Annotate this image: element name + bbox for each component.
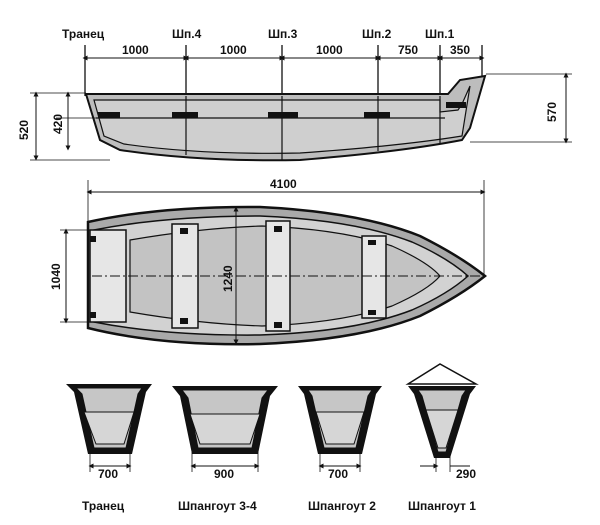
- spacing-1: 1000: [122, 43, 149, 57]
- side-view: Транец Шп.4 Шп.3 Шп.2 Шп.1 1000 1000 100…: [17, 27, 572, 162]
- section-frame-2-width: 700: [328, 467, 348, 481]
- station-label-transom: Транец: [62, 27, 105, 41]
- section-frame-3-4-width: 900: [214, 467, 234, 481]
- section-frame-3-4-label: Шпангоут 3-4: [178, 499, 257, 513]
- plan-view: 4100 1040 1240: [49, 177, 488, 346]
- inner-beam: 1240: [221, 265, 235, 292]
- spacing-2: 1000: [220, 43, 247, 57]
- station-label-2: Шп.2: [362, 27, 392, 41]
- overall-length: 4100: [270, 177, 297, 191]
- spacing-ticks: [84, 45, 483, 96]
- height-transom-inner: 420: [51, 114, 65, 134]
- hull-frames: [185, 96, 441, 160]
- section-frame-1-label: Шпангоут 1: [408, 499, 476, 513]
- thwart-fittings: [90, 226, 376, 328]
- spacing-5: 350: [450, 43, 470, 57]
- thwart-2: [361, 235, 387, 319]
- section-transom-label: Транец: [82, 499, 125, 513]
- section-frame-1-width: 290: [456, 467, 476, 481]
- section-frame-3-4: 900 Шпангоут 3-4: [172, 386, 278, 513]
- section-frame-2: 700 Шпангоут 2: [298, 386, 382, 513]
- spacing-3: 1000: [316, 43, 343, 57]
- section-frame-1: 290 Шпангоут 1: [405, 363, 479, 513]
- station-label-4: Шп.4: [172, 27, 202, 41]
- station-label-1: Шп.1: [425, 27, 455, 41]
- section-transom-width: 700: [98, 467, 118, 481]
- section-transom: 700 Транец: [66, 384, 152, 513]
- seat-blocks: [98, 102, 466, 118]
- station-label-3: Шп.3: [268, 27, 298, 41]
- height-bow: 570: [545, 102, 559, 122]
- height-transom-outer: 520: [17, 120, 31, 140]
- section-frame-2-label: Шпангоут 2: [308, 499, 376, 513]
- overall-beam: 1040: [49, 263, 63, 290]
- spacing-4: 750: [398, 43, 418, 57]
